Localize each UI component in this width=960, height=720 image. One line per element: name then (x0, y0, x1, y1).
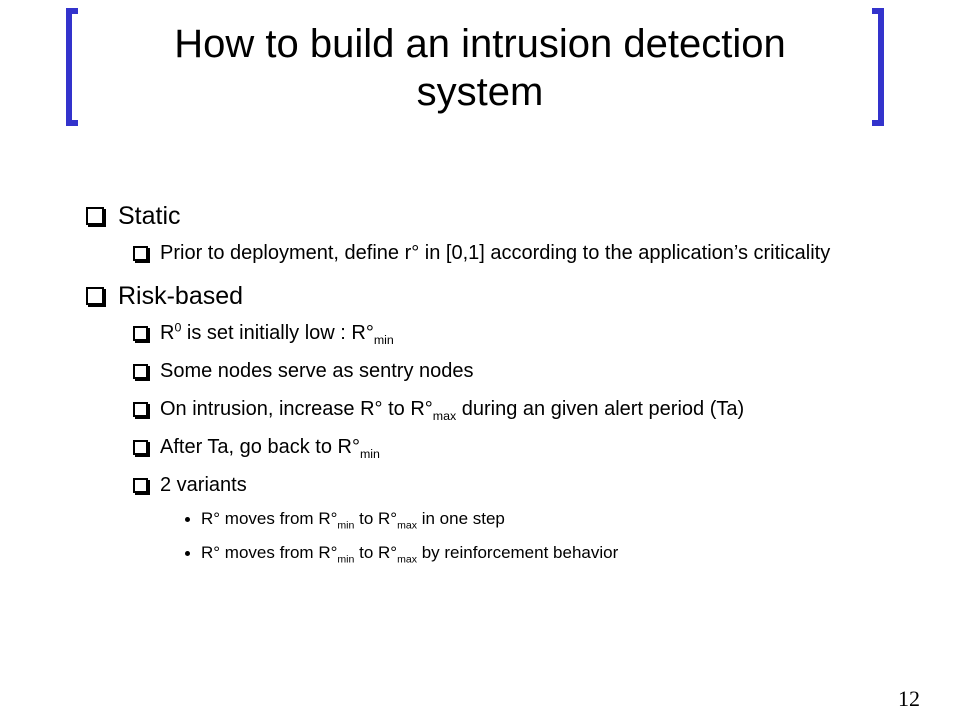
slide-title: How to build an intrusion detection syst… (174, 22, 786, 114)
text-part: in one step (416, 509, 505, 528)
checkbox-bullet-icon (86, 207, 104, 225)
text-part: to R° (354, 509, 398, 528)
bullet-sentry-text: Some nodes serve as sentry nodes (160, 360, 474, 382)
bullet-risk-based: Risk-based (86, 278, 906, 314)
bullet-variants-text: 2 variants (160, 474, 247, 496)
text-part: R (160, 322, 175, 344)
text-part: to R° (354, 543, 398, 562)
subscript: max (397, 519, 417, 532)
bullet-on-intrusion: On intrusion, increase R° to R°max durin… (86, 394, 906, 424)
bullet-prior-text: Prior to deployment, define r° in [0,1] … (160, 242, 831, 264)
checkbox-bullet-icon (133, 440, 148, 455)
right-bracket-decoration (872, 8, 884, 126)
subscript: min (373, 333, 394, 347)
left-bracket-decoration (66, 8, 78, 126)
text-part: is set initially low : R° (181, 322, 374, 344)
checkbox-bullet-icon (133, 246, 148, 261)
checkbox-bullet-icon (133, 326, 148, 341)
text-part: On intrusion, increase R° to R° (160, 398, 433, 420)
subscript: min (337, 519, 355, 532)
bullet-static: Static (86, 198, 906, 234)
bullet-r0-initial: R0 is set initially low : R°min (86, 318, 906, 348)
bullet-dot-icon (185, 551, 190, 556)
bullet-after-ta: After Ta, go back to R°min (86, 432, 906, 462)
bullet-risk-text: Risk-based (118, 282, 244, 310)
bullet-static-text: Static (118, 202, 181, 230)
text-part: during an given alert period (Ta) (456, 398, 745, 420)
text-part: R° moves from R° (201, 509, 338, 528)
subscript: max (432, 409, 457, 423)
bullet-sentry-nodes: Some nodes serve as sentry nodes (86, 356, 906, 386)
checkbox-bullet-icon (133, 364, 148, 379)
checkbox-bullet-icon (133, 402, 148, 417)
sub-bullet-reinforcement: R° moves from R°min to R°max by reinforc… (86, 538, 906, 568)
subscript: min (359, 447, 380, 461)
checkbox-bullet-icon (133, 478, 148, 493)
checkbox-bullet-icon (86, 287, 104, 305)
bullet-two-variants: 2 variants (86, 470, 906, 500)
page-number: 12 (898, 686, 920, 711)
bullet-prior-deployment: Prior to deployment, define r° in [0,1] … (86, 238, 906, 268)
bullet-dot-icon (185, 517, 190, 522)
slide-content: Static Prior to deployment, define r° in… (86, 198, 906, 568)
sub-bullet-one-step: R° moves from R°min to R°max in one step (86, 504, 906, 534)
subscript: min (337, 553, 355, 566)
superscript: 0 (174, 320, 182, 335)
subscript: max (397, 553, 417, 566)
text-part: R° moves from R° (201, 543, 338, 562)
text-part: After Ta, go back to R° (160, 436, 360, 458)
text-part: by reinforcement behavior (416, 543, 619, 562)
